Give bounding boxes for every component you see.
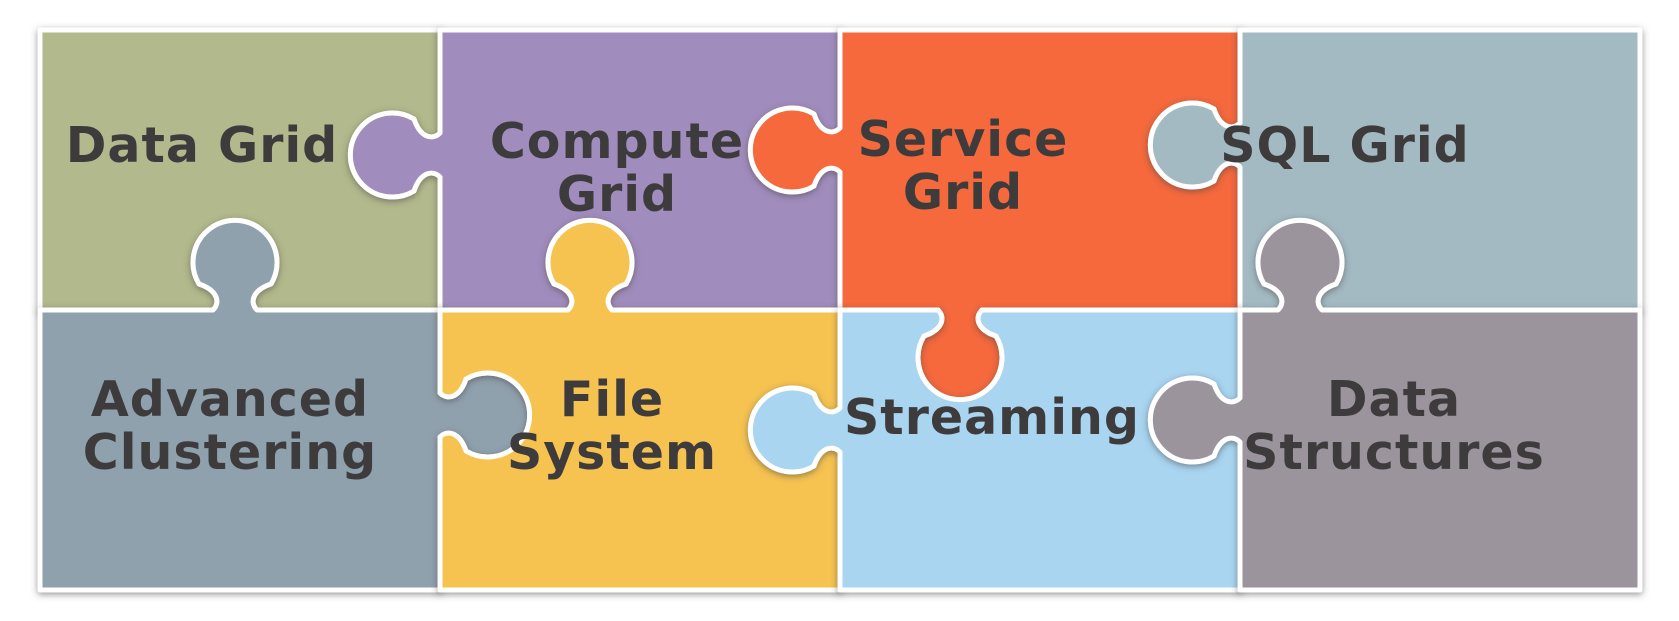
streaming-label: Streaming xyxy=(844,389,1140,446)
puzzle-piece-compute-grid: Compute Grid xyxy=(347,27,843,313)
puzzle-piece-file-system: File System xyxy=(437,217,843,593)
sql-grid-label: SQL Grid xyxy=(1220,117,1469,174)
data-structures-label-line1: Data xyxy=(1327,371,1461,428)
puzzle-piece-streaming: Streaming xyxy=(747,307,1243,593)
puzzle-piece-data-structures: Data Structures xyxy=(1147,217,1643,593)
file-system-label-line1: File xyxy=(560,371,664,428)
data-grid-label: Data Grid xyxy=(66,117,339,174)
compute-grid-label-line1: Compute xyxy=(490,113,744,170)
file-system-label-line2: System xyxy=(507,424,717,481)
service-grid-label-line2: Grid xyxy=(903,164,1023,221)
compute-grid-label-line2: Grid xyxy=(557,166,677,223)
advanced-clustering-label-line2: Clustering xyxy=(83,424,377,481)
service-grid-label-line1: Service xyxy=(858,111,1069,168)
data-structures-shape xyxy=(1147,217,1643,593)
data-structures-label-line2: Structures xyxy=(1243,424,1545,481)
advanced-clustering-label-line1: Advanced xyxy=(91,371,369,428)
